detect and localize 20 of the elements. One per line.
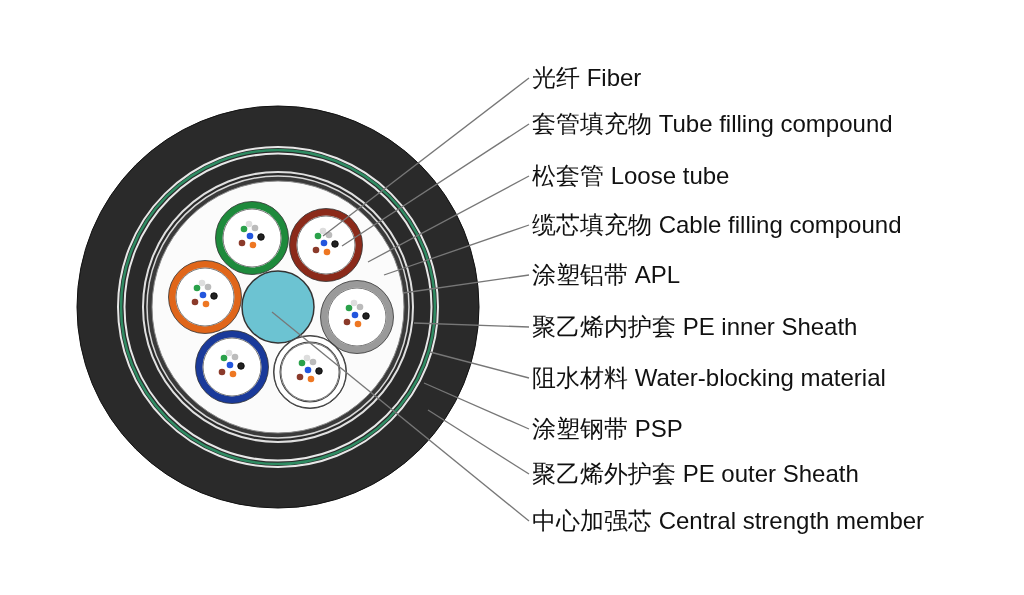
leader-line: [341, 123, 530, 247]
leader-line: [429, 351, 530, 379]
leader-line: [402, 274, 530, 294]
part-label: 阻水材料 Water-blocking material: [532, 364, 886, 392]
leader-line: [423, 382, 530, 430]
part-label: 松套管 Loose tube: [532, 162, 730, 190]
part-label: 中心加强芯 Central strength member: [532, 507, 925, 535]
part-label: 聚乙烯外护套 PE outer Sheath: [532, 460, 859, 488]
part-label: 聚乙烯内护套 PE inner Sheath: [532, 313, 858, 341]
part-label: 涂塑铝带 APL: [532, 261, 681, 289]
leader-line: [367, 175, 530, 263]
part-label: 套管填充物 Tube filling compound: [532, 110, 893, 138]
leader-line: [427, 409, 530, 475]
leader-line: [413, 322, 530, 328]
part-label: 涂塑钢带 PSP: [532, 415, 683, 443]
leader-line: [271, 311, 530, 522]
leader-line: [322, 77, 530, 237]
part-label: 光纤 Fiber: [532, 64, 642, 92]
leader-line: [383, 224, 530, 276]
part-label: 缆芯填充物 Cable filling compound: [532, 211, 902, 239]
